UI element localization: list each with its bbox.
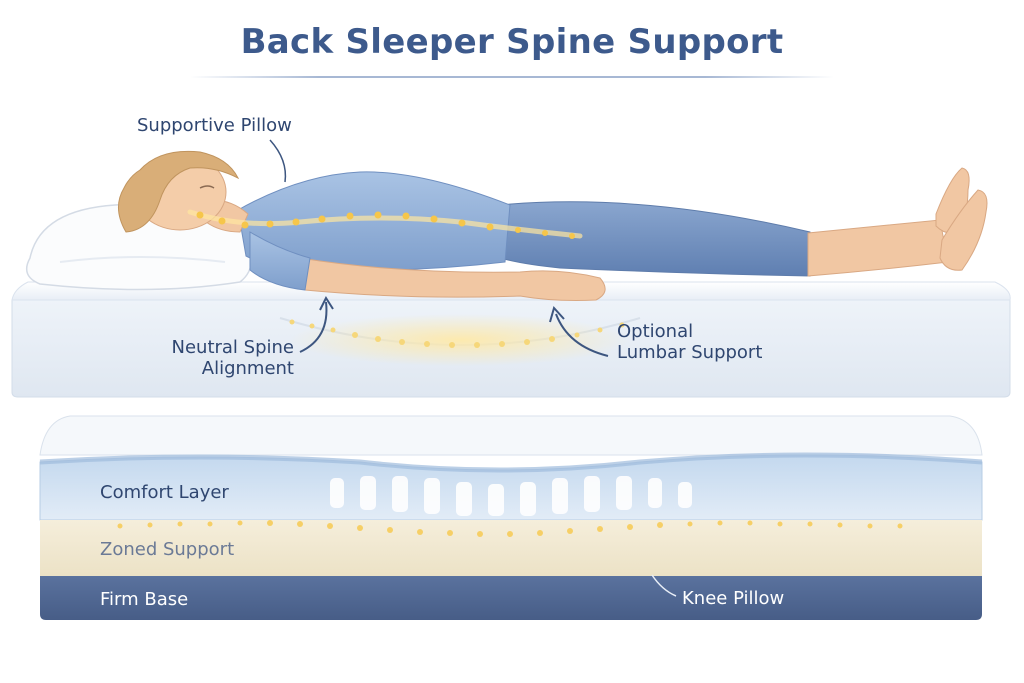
zoned-support-label: Zoned Support xyxy=(100,539,235,560)
person xyxy=(118,150,988,301)
upper-mattress xyxy=(11,281,1011,398)
firm-base-band xyxy=(40,576,982,620)
knee-pillow-pointer xyxy=(651,574,677,597)
lumbar-support-label-line2: Lumbar Support xyxy=(617,341,763,363)
zoned-support-band xyxy=(40,520,982,576)
support-cells xyxy=(330,476,692,516)
page-title: Back Sleeper Spine Support xyxy=(240,22,784,62)
neutral-spine-label-line2: Alignment xyxy=(201,357,294,379)
mattress-cross-section xyxy=(39,415,983,620)
lumbar-support-label-line1: Optional xyxy=(617,321,694,342)
zone-glow-dots xyxy=(117,520,903,537)
supportive-pillow-label: Supportive Pillow xyxy=(137,115,292,136)
firm-base-label: Firm Base xyxy=(100,589,189,610)
neutral-spine-label: Neutral Spine Alignment xyxy=(140,337,295,379)
neutral-spine-arrow xyxy=(299,295,334,353)
support-glow-dots xyxy=(289,319,625,348)
title-divider xyxy=(190,76,834,78)
spine-alignment-line xyxy=(187,209,583,239)
lumbar-arrow xyxy=(549,305,609,357)
neutral-spine-label-line1: Neutral Spine xyxy=(171,337,295,358)
pillow-pointer xyxy=(269,139,287,183)
knee-pillow-label: Knee Pillow xyxy=(682,588,785,609)
comfort-layer-label: Comfort Layer xyxy=(100,482,229,503)
lumbar-support-label: Optional Lumbar Support xyxy=(617,321,763,363)
